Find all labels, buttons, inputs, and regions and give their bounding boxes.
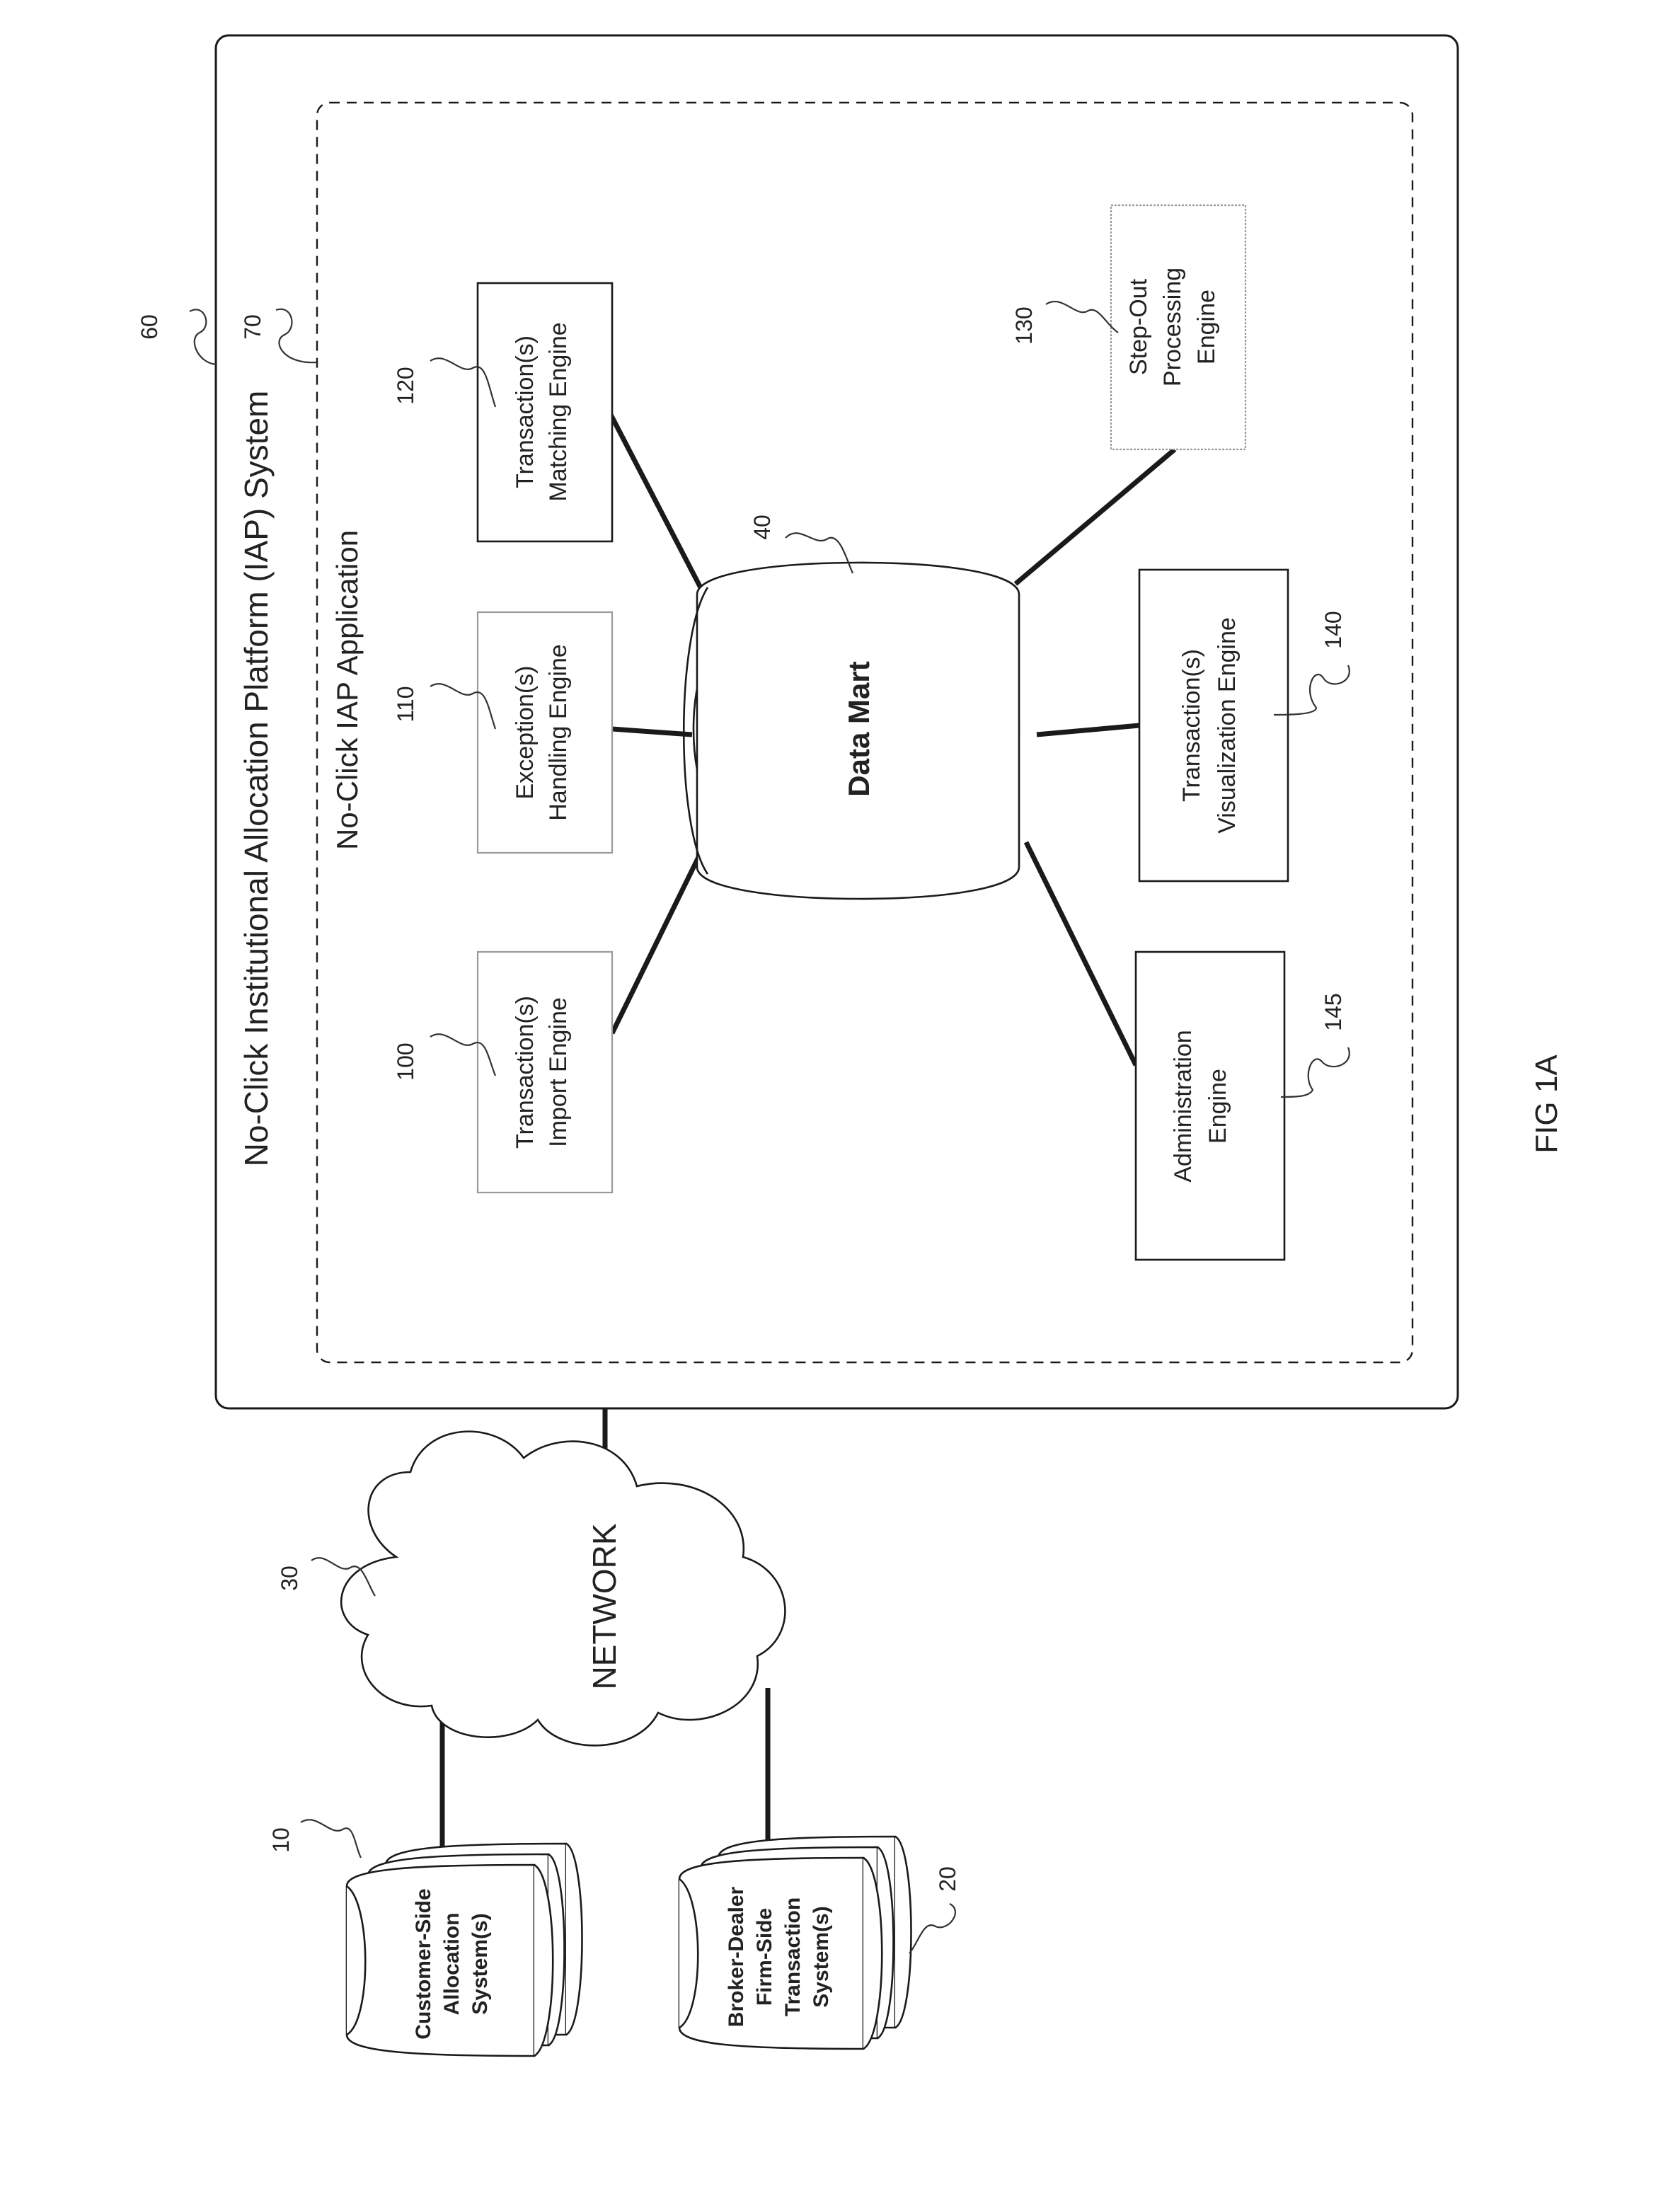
engine-visualization-line2: Visualization Engine (1214, 617, 1241, 834)
engine-import-line1: Transaction(s) (512, 996, 539, 1149)
engine-visualization-box: Transaction(s) Visualization Engine (1139, 570, 1288, 881)
engine-import-box: Transaction(s) Import Engine (478, 952, 612, 1193)
data-mart-label: Data Mart (842, 661, 875, 796)
broker-system-line4: System(s) (810, 1906, 833, 2007)
application-ref-leader (276, 309, 317, 362)
network-ref-numeral: 30 (277, 1565, 302, 1591)
engine-import-line2: Import Engine (545, 997, 572, 1147)
engine-visualization-ref-numeral: 140 (1321, 611, 1346, 648)
customer-system-line3: System(s) (468, 1913, 492, 2014)
broker-system-ref-leader (909, 1904, 955, 1953)
connector-visualization-datamart (1037, 725, 1139, 735)
connector-exception-datamart (612, 729, 692, 735)
system-ref-numeral: 60 (137, 314, 162, 340)
engine-admin-ref-numeral: 145 (1321, 993, 1346, 1030)
engine-stepout-box: Step-Out Processing Engine (1111, 205, 1245, 449)
engine-admin-line1: Administration (1170, 1030, 1197, 1182)
engine-matching-line2: Matching Engine (545, 322, 572, 501)
application-title: No-Click IAP Application (330, 530, 364, 850)
engine-exception-ref-numeral: 110 (393, 686, 418, 722)
broker-system-line2: Firm-Side (753, 1908, 776, 2006)
engine-matching-ref-numeral: 120 (393, 367, 418, 404)
engine-matching-box: Transaction(s) Matching Engine (478, 283, 612, 541)
broker-system-line1: Broker-Dealer (725, 1886, 748, 2027)
connector-import-datamart (612, 853, 701, 1033)
engine-matching-line1: Transaction(s) (512, 335, 539, 488)
figure-label: FIG 1A (1529, 1055, 1564, 1154)
engine-visualization-line1: Transaction(s) (1178, 649, 1205, 802)
broker-system-ref-numeral: 20 (935, 1866, 960, 1892)
data-mart-ref-numeral: 40 (749, 515, 775, 540)
engine-stepout-ref-numeral: 130 (1011, 306, 1037, 344)
engine-import-ref-numeral: 100 (393, 1042, 418, 1080)
engine-stepout-line2: Processing (1159, 268, 1186, 386)
engine-admin-line2: Engine (1204, 1069, 1231, 1144)
customer-system-ref-leader (301, 1820, 361, 1858)
system-title: No-Click Institutional Allocation Platfo… (238, 391, 275, 1167)
engine-admin-ref-leader (1281, 1047, 1350, 1097)
application-ref-numeral: 70 (240, 314, 265, 340)
engine-stepout-line3: Engine (1193, 289, 1220, 364)
engine-exception-line2: Handling Engine (545, 644, 572, 821)
engine-exception-box: Exception(s) Handling Engine (478, 612, 612, 853)
engine-stepout-ref-leader (1046, 301, 1118, 333)
connector-stepout-datamart (1016, 449, 1175, 584)
network-cloud (341, 1432, 785, 1746)
engine-exception-line1: Exception(s) (512, 666, 539, 800)
customer-system-line1: Customer-Side (412, 1888, 435, 2039)
system-ref-leader (190, 309, 216, 364)
customer-system-line2: Allocation (440, 1912, 464, 2015)
broker-system-line3: Transaction (781, 1897, 805, 2016)
engine-admin-box: Administration Engine (1136, 952, 1284, 1260)
customer-system-ref-numeral: 10 (268, 1827, 294, 1853)
connector-matching-datamart (609, 410, 704, 594)
engine-stepout-line1: Step-Out (1125, 278, 1152, 375)
connector-admin-datamart (1026, 842, 1136, 1065)
network-label: NETWORK (586, 1523, 623, 1689)
customer-system-stack (347, 1844, 582, 2056)
